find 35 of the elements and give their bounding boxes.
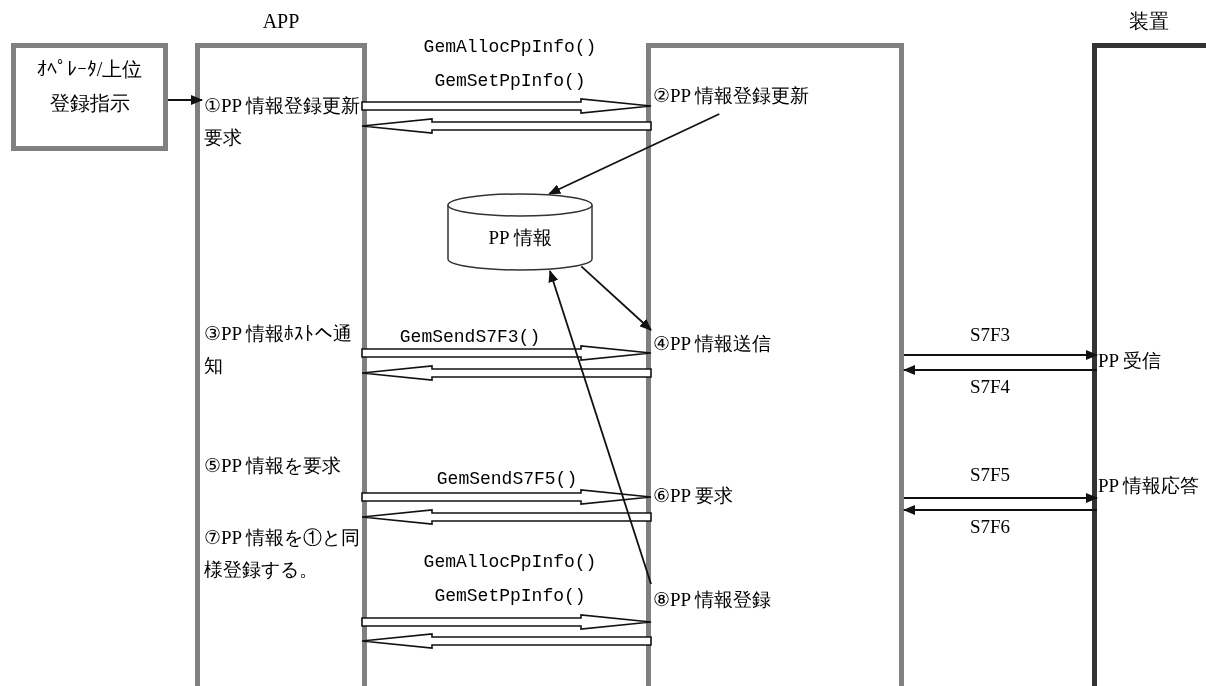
arrow — [548, 113, 721, 195]
hollow-arrow — [361, 614, 652, 630]
step-text: ①PP 情報登録更新要求 — [202, 90, 362, 156]
step-text: PP 受信 — [1097, 345, 1206, 379]
lane-heading: 装置 — [1128, 9, 1170, 34]
step-text: ⑥PP 要求 — [651, 480, 904, 516]
lane-heading: APP — [261, 9, 301, 34]
edge-label: GemSendS7F3() — [398, 326, 542, 349]
edge-label: GemSendS7F5() — [435, 468, 579, 491]
hollow-arrow — [361, 98, 652, 114]
process-box: ｵﾍﾟﾚｰﾀ/上位登録指示 — [11, 43, 168, 151]
hollow-arrow — [361, 345, 652, 361]
cylinder-label: PP 情報 — [488, 226, 552, 250]
step-text: ④PP 情報送信 — [651, 328, 904, 368]
database-cylinder — [447, 193, 593, 271]
arrow — [903, 350, 1098, 360]
arrow — [903, 493, 1098, 503]
edge-label: GemAllocPpInfo() GemSetPpInfo() — [422, 551, 598, 608]
step-text: ⑧PP 情報登録 — [651, 584, 904, 626]
hollow-arrow — [361, 489, 652, 505]
step-text: ②PP 情報登録更新 — [651, 80, 904, 114]
hollow-arrow — [361, 633, 652, 649]
hollow-arrow — [361, 509, 652, 525]
step-text: ③PP 情報ﾎｽﾄへ通知 — [202, 318, 362, 384]
hollow-arrow — [361, 118, 652, 134]
arrow — [548, 270, 652, 585]
arrow — [903, 505, 1098, 515]
step-text: ⑤PP 情報を要求 — [202, 450, 362, 516]
edge-label: GemAllocPpInfo() GemSetPpInfo() — [422, 36, 598, 93]
arrow — [903, 365, 1098, 375]
arrow — [580, 265, 652, 331]
arrow — [167, 95, 203, 105]
step-text: ⑦PP 情報を①と同様登録する。 — [202, 522, 362, 622]
step-text: PP 情報応答 — [1097, 470, 1206, 542]
hollow-arrow — [361, 365, 652, 381]
